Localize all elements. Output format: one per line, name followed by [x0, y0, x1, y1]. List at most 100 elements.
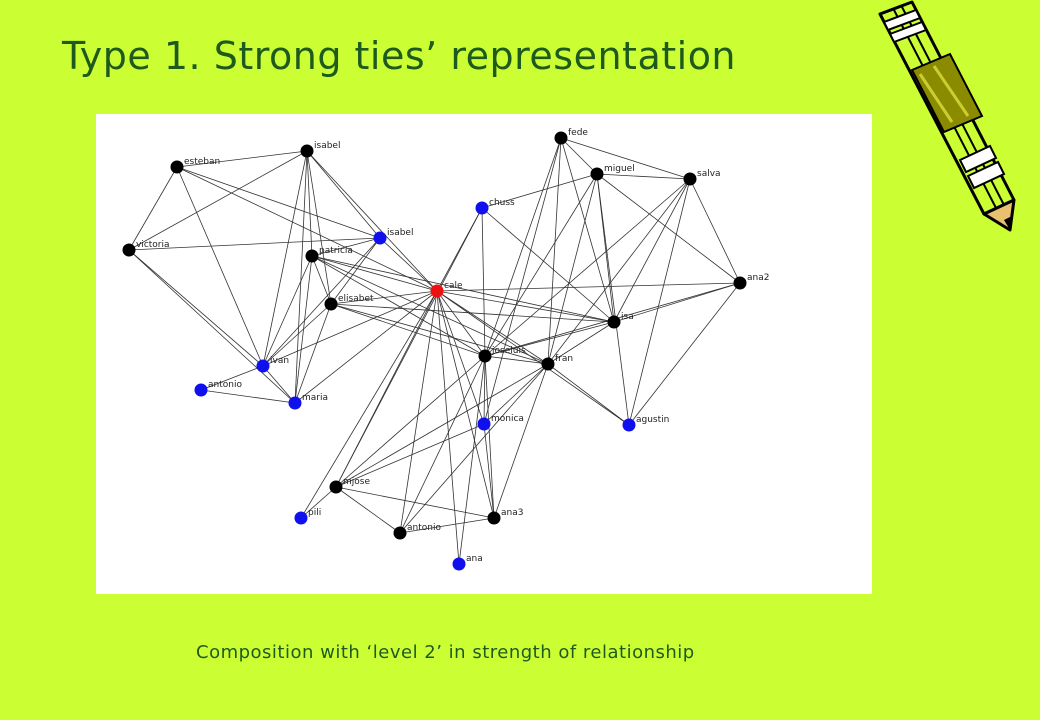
node-label-chuss: chuss [489, 198, 515, 208]
node-label-ana3: ana3 [501, 508, 523, 518]
edge-elisabet-maria [294, 303, 332, 404]
edge-elisabet-fran [330, 303, 549, 365]
node-label-elisabet: elisabet [338, 294, 374, 304]
edge-patricia-isa [311, 255, 615, 323]
node-maria [288, 396, 302, 410]
node-isabel2 [373, 231, 387, 245]
node-label-ana: ana [466, 554, 483, 564]
edge-mjose-ana3 [335, 486, 495, 519]
node-isa [607, 315, 621, 329]
edge-isabel2-cale [379, 237, 438, 292]
node-label-miguel: miguel [604, 164, 635, 174]
edge-joseluis-antonio2 [399, 355, 486, 534]
node-label-fran: fran [555, 354, 573, 364]
edge-monica-ana3 [483, 423, 495, 519]
edge-cale-fran [436, 290, 549, 365]
edge-cale-joseluis [436, 290, 486, 357]
node-agustin [622, 418, 636, 432]
edge-cale-ana [436, 290, 460, 565]
node-label-maria: maria [302, 393, 328, 403]
node-esteban [170, 160, 184, 174]
edge-salva-ana2 [689, 178, 741, 284]
node-label-pili: pili [308, 508, 321, 518]
edge-miguel-fran [547, 173, 598, 365]
node-label-ana2: ana2 [747, 273, 769, 283]
node-label-isabel1: isabel [314, 141, 340, 151]
edge-fede-joseluis [484, 137, 562, 357]
edge-fran-mjose [335, 363, 549, 488]
edge-patricia-cale [311, 255, 438, 292]
edge-isabel1-cale [306, 150, 438, 292]
edge-salva-agustin [628, 178, 691, 426]
edges-layer [128, 137, 741, 565]
node-elisabet [324, 297, 338, 311]
edge-ivan-cale [262, 290, 438, 367]
edge-fede-fran [547, 137, 562, 365]
edge-miguel-salva [596, 173, 691, 180]
edge-ana2-isa [613, 282, 741, 323]
node-label-antonio1: antonio [208, 380, 242, 390]
node-monica [477, 417, 491, 431]
node-antonio2 [393, 526, 407, 540]
edge-joseluis-monica [483, 355, 486, 425]
node-label-isabel2: isabel [387, 228, 413, 238]
edge-elisabet-ivan [262, 303, 332, 367]
edge-esteban-isabel2 [176, 166, 381, 239]
node-fede [554, 131, 568, 145]
edge-esteban-victoria [128, 166, 178, 251]
node-label-esteban: esteban [184, 157, 220, 167]
node-antonio1 [194, 383, 208, 397]
node-label-victoria: victoria [136, 240, 170, 250]
node-mjose [329, 480, 343, 494]
edge-chuss-joseluis [481, 207, 486, 357]
edge-fede-monica [483, 137, 562, 425]
edge-esteban-cale [176, 166, 438, 292]
edge-cale-ana2 [436, 282, 741, 292]
node-label-monica: monica [491, 414, 524, 424]
pencil-icon [872, 0, 1022, 236]
edge-chuss-mjose [335, 207, 483, 488]
edge-miguel-agustin [596, 173, 630, 426]
edge-victoria-isabel2 [128, 237, 381, 251]
node-label-joseluis: joseluis [491, 346, 526, 356]
node-patricia [305, 249, 319, 263]
edge-monica-mjose [335, 423, 485, 488]
edge-esteban-isabel1 [176, 150, 308, 168]
edge-fede-salva [560, 137, 691, 180]
edge-cale-agustin [436, 290, 630, 426]
edge-joseluis-ana [458, 355, 486, 565]
edge-salva-isa [613, 178, 691, 323]
edge-isabel1-victoria [128, 150, 308, 251]
node-victoria [122, 243, 136, 257]
edge-fran-agustin [547, 363, 630, 426]
edge-chuss-isa [481, 207, 615, 323]
node-label-salva: salva [697, 169, 721, 179]
edge-ana2-agustin [628, 282, 741, 426]
edge-isabel1-isabel2 [306, 150, 381, 239]
edge-antonio1-maria [200, 389, 296, 404]
edge-ivan-maria [262, 365, 296, 404]
node-label-fede: fede [568, 128, 588, 138]
node-label-ivan: ivan [270, 356, 289, 366]
nodes-layer: estebanisabelvictoriaisabelpatriciaelisa… [122, 128, 769, 571]
node-label-isa: isa [621, 312, 634, 322]
edge-miguel-joseluis [484, 173, 598, 357]
edge-fede-isa [560, 137, 615, 323]
edge-isabel1-elisabet [306, 150, 332, 305]
edge-joseluis-fran [484, 355, 549, 365]
edge-cale-pili [300, 290, 438, 519]
node-label-cale: cale [444, 281, 463, 291]
edge-victoria-ivan [128, 249, 264, 367]
node-ana2 [733, 276, 747, 290]
slide-title: Type 1. Strong ties’ representation [62, 34, 737, 78]
edge-isa-joseluis [484, 321, 615, 357]
node-ana [452, 557, 466, 571]
edge-elisabet-cale [330, 290, 438, 305]
edge-mjose-antonio2 [335, 486, 401, 534]
edge-patricia-ivan [262, 255, 313, 367]
edge-cale-ana3 [436, 290, 495, 519]
slide-caption: Composition with ‘level 2’ in strength o… [196, 642, 695, 663]
edge-chuss-miguel [481, 173, 598, 209]
edge-antonio2-ana3 [399, 517, 495, 534]
